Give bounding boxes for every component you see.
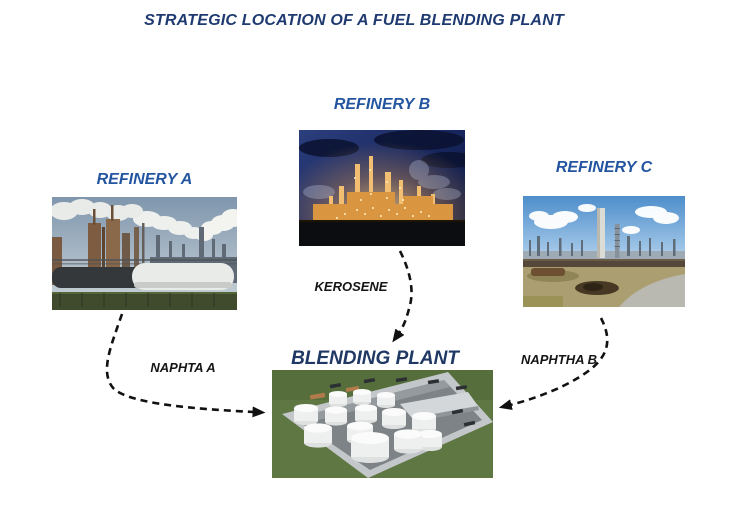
refinery-c-photo: [523, 196, 685, 307]
refinery-a-label: REFINERY A: [96, 171, 193, 188]
refinery-a-illustration: [52, 197, 237, 310]
naphtha-b-label: NAPHTHA B: [520, 352, 598, 367]
refinery-b-illustration: [299, 130, 465, 246]
blending-plant-photo: [272, 370, 493, 478]
blending-plant-label: BLENDING PLANT: [291, 348, 459, 369]
naphta-a-label: NAPHTA A: [150, 360, 216, 375]
refinery-c-illustration: [523, 196, 685, 307]
kerosene-label: KEROSENE: [314, 279, 388, 294]
refinery-a-photo: [52, 197, 237, 310]
refinery-c-label: REFINERY C: [555, 159, 653, 176]
refinery-b-photo: [299, 130, 465, 246]
diagram-title: STRATEGIC LOCATION OF A FUEL BLENDING PL…: [144, 12, 564, 29]
refinery-b-label: REFINERY B: [333, 96, 431, 113]
blending-plant-illustration: [272, 370, 493, 478]
